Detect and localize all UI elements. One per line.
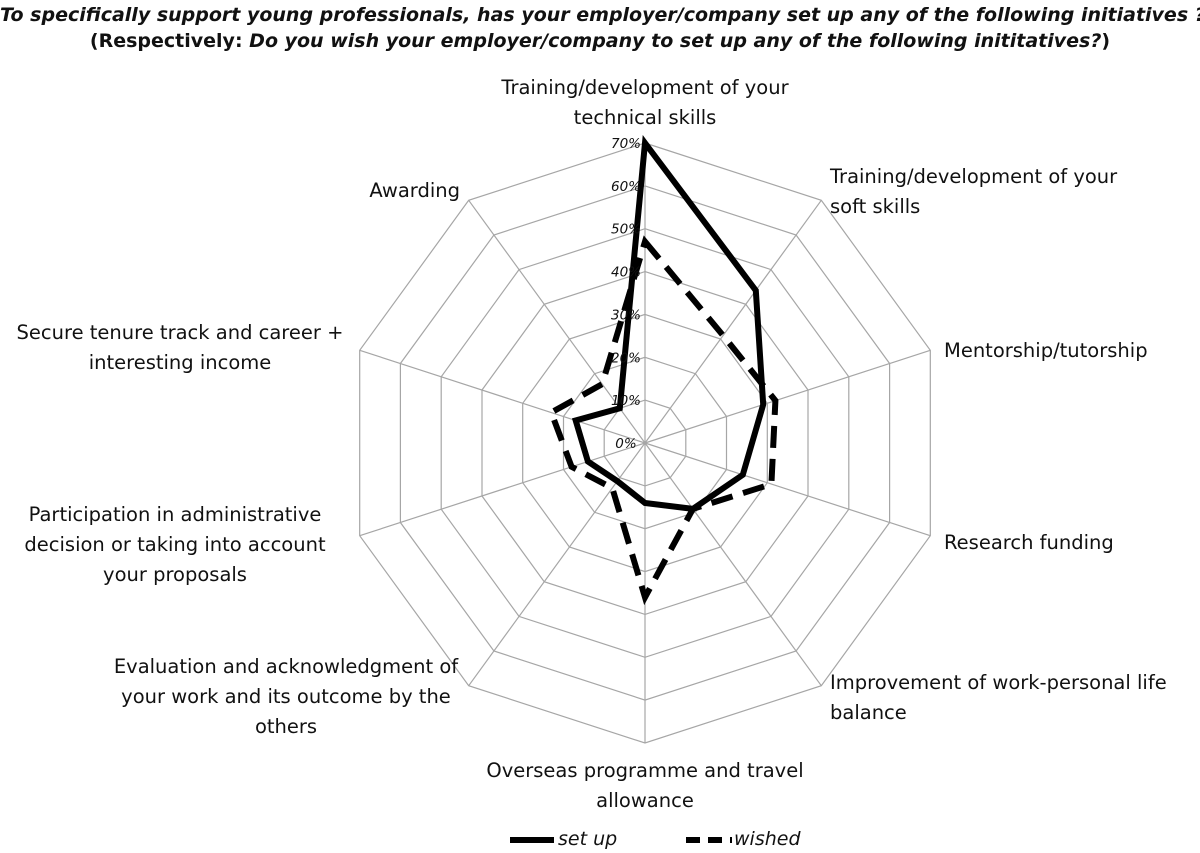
grid-spoke [359,442,646,537]
grid-spoke [644,199,822,444]
axis-label-awarding: Awarding [369,179,460,202]
grid-spoke [644,442,931,537]
axis-label-tenure-track: Secure tenure track and career + interes… [16,321,344,374]
axis-label-work-life-balance: Improvement of work-personal life balanc… [830,671,1167,724]
radar-grid [359,142,931,744]
axis-label-participation: Participation in administrative decision… [24,503,326,586]
tick-label: 0% [615,436,636,452]
axis-label-mentorship: Mentorship/tutorship [944,339,1148,362]
legend-label-wished: wished [734,828,801,850]
tick-label: 40% [611,265,641,281]
series-line-wished [547,235,779,606]
subtitle-prefix: (Respectively: [89,30,250,52]
legend-label-set-up: set up [558,828,618,850]
tick-label: 10% [611,393,641,409]
axis-label-evaluation: Evaluation and acknowledgment of your wo… [113,655,459,738]
subtitle-suffix: ) [1101,30,1111,52]
grid-spoke [468,199,646,444]
grid-spoke [644,442,822,687]
tick-label: 30% [611,307,641,323]
tick-label: 20% [611,350,641,366]
axis-label-technical-skills: Training/development of your technical s… [501,76,789,129]
axis-label-overseas-programme: Overseas programme and travel allowance [486,759,804,812]
radar-series [547,135,779,606]
subtitle-question: Do you wish your employer/company to set… [249,30,1102,52]
grid-spoke [644,349,931,444]
grid-spoke [359,349,646,444]
tick-label: 50% [611,222,641,238]
chart-title: To specifically support young profession… [0,4,1200,26]
axis-label-research-funding: Research funding [944,531,1114,554]
axis-label-soft-skills: Training/development of your soft skills [830,165,1118,218]
radial-axis-ticks: 0% 10% 20% 30% 40% 50% 60% 70% [611,136,641,452]
chart-subtitle: (Respectively: Do you wish your employer… [0,30,1200,52]
series-line-set-up [571,135,767,513]
tick-label: 60% [611,179,641,195]
tick-label: 70% [611,136,641,152]
